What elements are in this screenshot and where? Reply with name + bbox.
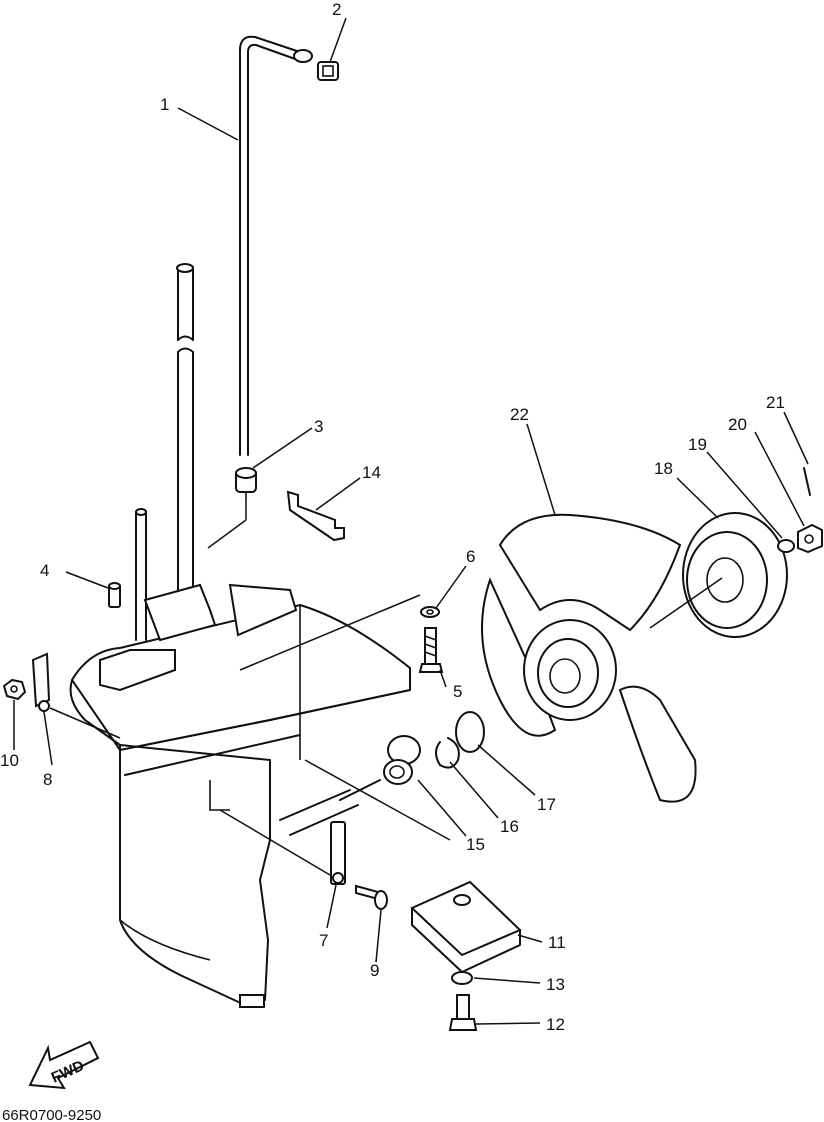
callout-20: 20 bbox=[728, 415, 747, 434]
side-cover bbox=[31, 652, 121, 739]
callout-13: 13 bbox=[546, 975, 565, 994]
oil-seal-housing bbox=[339, 735, 421, 801]
shift-rod bbox=[135, 508, 147, 641]
anode bbox=[410, 880, 522, 973]
callout-1: 1 bbox=[160, 95, 169, 114]
callout-3: 3 bbox=[314, 417, 323, 436]
callout-9: 9 bbox=[370, 961, 379, 980]
callout-14: 14 bbox=[362, 463, 381, 482]
callout-8: 8 bbox=[43, 770, 52, 789]
propeller bbox=[481, 513, 697, 803]
callout-10: 10 bbox=[0, 751, 19, 770]
washer-19 bbox=[777, 539, 795, 553]
leader-lines bbox=[13, 17, 809, 1025]
o-ring bbox=[455, 711, 485, 753]
washer bbox=[451, 971, 473, 985]
drive-shaft bbox=[176, 263, 194, 591]
rubber-seal bbox=[286, 490, 345, 542]
circlip bbox=[435, 737, 460, 769]
anode-bracket bbox=[279, 789, 359, 885]
seal bbox=[235, 467, 257, 498]
propeller-nut bbox=[797, 523, 823, 554]
screw bbox=[355, 884, 388, 910]
callout-19: 19 bbox=[688, 435, 707, 454]
diagram-code: 66R0700-9250 bbox=[2, 1107, 101, 1122]
callout-18: 18 bbox=[654, 459, 673, 478]
spacer bbox=[649, 512, 788, 638]
callout-21: 21 bbox=[766, 393, 785, 412]
forward-arrow-icon: FWD bbox=[28, 1040, 100, 1090]
grommet bbox=[317, 61, 339, 81]
dowel-pin bbox=[108, 582, 121, 608]
water-tube bbox=[239, 35, 313, 456]
anode-bolt bbox=[448, 994, 478, 1031]
callout-11: 11 bbox=[548, 933, 566, 952]
callout-22: 22 bbox=[510, 405, 529, 424]
hex-nut bbox=[2, 678, 27, 701]
callout-2: 2 bbox=[332, 0, 341, 19]
lower-casing bbox=[69, 583, 451, 1008]
callout-17: 17 bbox=[537, 795, 556, 814]
callout-4: 4 bbox=[40, 561, 49, 580]
callout-7: 7 bbox=[319, 931, 328, 950]
callout-12: 12 bbox=[546, 1015, 565, 1034]
callout-15: 15 bbox=[466, 835, 485, 854]
bolt-and-washer bbox=[239, 594, 444, 673]
cotter-pin bbox=[803, 467, 811, 496]
callout-16: 16 bbox=[500, 817, 519, 836]
callout-5: 5 bbox=[453, 682, 462, 701]
callout-6: 6 bbox=[466, 547, 475, 566]
callout-labels: 1 2 3 4 5 6 7 8 9 10 11 12 13 14 15 16 1… bbox=[0, 0, 785, 1034]
